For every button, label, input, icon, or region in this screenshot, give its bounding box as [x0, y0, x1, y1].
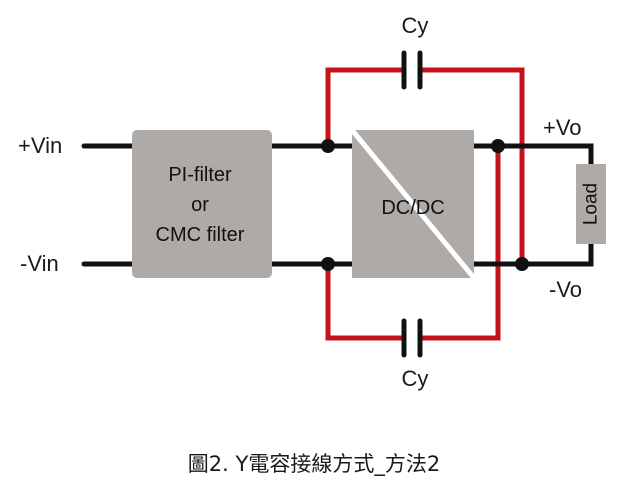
junction-node-output-top — [491, 139, 505, 153]
output-top-rail — [471, 143, 594, 167]
y-cap-bottom-left-wire — [325, 264, 404, 341]
y-cap-bottom-wiring — [325, 146, 501, 341]
y-cap-top-wiring — [325, 67, 525, 264]
junction-node-input-top — [321, 139, 335, 153]
figure-caption: 圖2. Y電容接線方式_方法2 — [188, 452, 440, 477]
main-rails — [81, 143, 594, 267]
vo-pos-label: +Vo — [543, 115, 582, 140]
junction-node-input-bottom — [321, 257, 335, 271]
vo-neg-label: -Vo — [549, 277, 582, 302]
vin-neg-label: -Vin — [20, 251, 59, 276]
y-cap-top-right-wire — [420, 67, 525, 264]
cy-bottom-label: Cy — [402, 366, 429, 391]
cy-top-label: Cy — [402, 13, 429, 38]
junction-node-output-bottom — [515, 257, 529, 271]
filter-label-line-2: or — [191, 194, 209, 216]
load-label: Load — [581, 183, 602, 225]
vin-pos-label: +Vin — [18, 133, 62, 158]
filter-label-line-3: CMC filter — [156, 224, 245, 246]
dcdc-label: DC/DC — [381, 197, 444, 219]
y-cap-top-left-wire — [325, 67, 404, 146]
load-block — [576, 164, 606, 244]
output-bottom-rail — [471, 241, 594, 267]
filter-block — [132, 130, 272, 278]
dcdc-diagonal-divider — [350, 128, 476, 280]
filter-label-line-1: PI-filter — [168, 164, 232, 186]
y-cap-bottom-right-wire — [420, 146, 501, 341]
